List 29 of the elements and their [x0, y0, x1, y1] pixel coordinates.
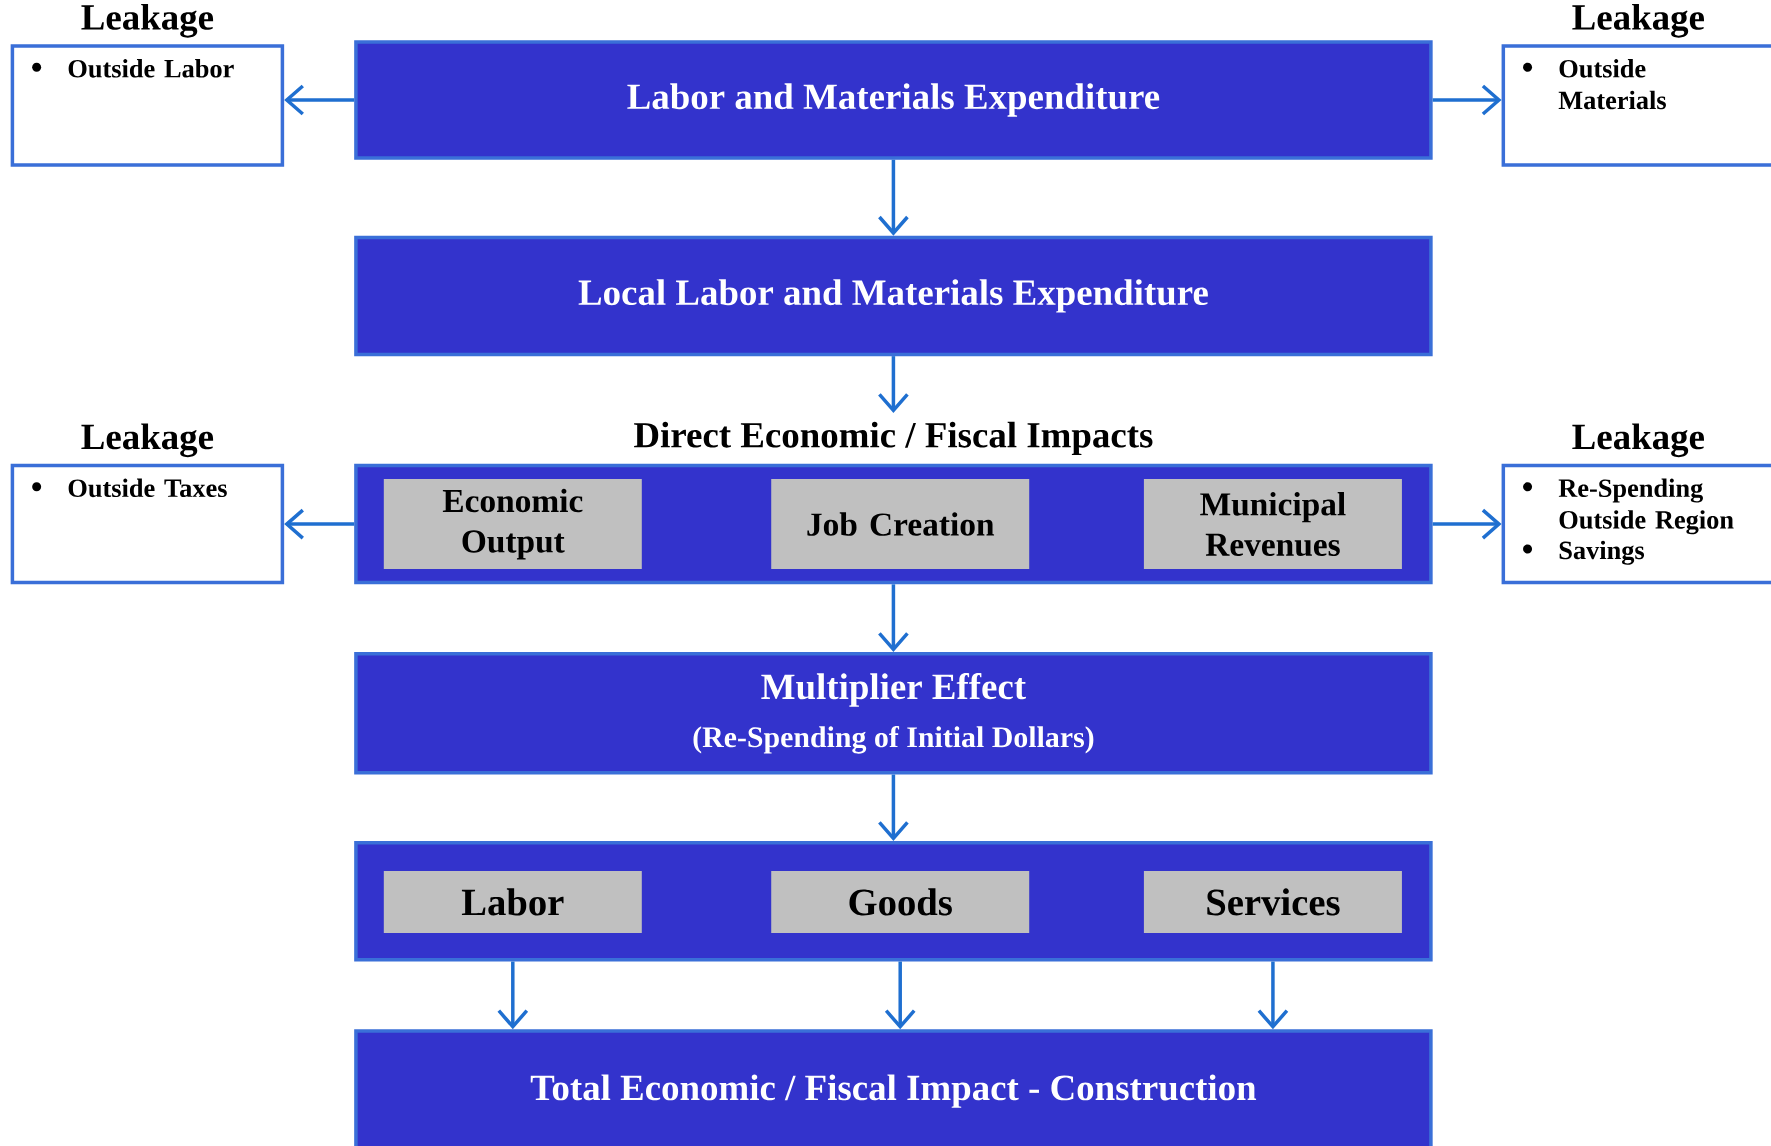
category-box: Goods	[771, 870, 1030, 933]
node-label: Leakage	[1572, 3, 1704, 38]
process-box: Labor and Materials Expenditure	[354, 40, 1433, 160]
arrow	[284, 84, 355, 116]
arrow	[1432, 84, 1502, 116]
arrow	[284, 508, 355, 540]
category-box: Job Creation	[771, 479, 1030, 570]
arrow	[1432, 508, 1502, 540]
process-box: Total Economic / Fiscal Impact - Construction	[354, 1029, 1433, 1146]
arrow	[1257, 961, 1289, 1030]
arrow	[884, 961, 916, 1030]
node-label: Leakage	[81, 423, 214, 458]
arrow	[878, 774, 909, 842]
leakage-box: Leakage Outside Labor	[10, 3, 285, 167]
arrow	[878, 584, 909, 653]
node-label: Leakage	[81, 3, 214, 38]
arrow	[497, 961, 529, 1030]
leakage-box: Leakage Re-Spending Outside Region Savings	[1501, 423, 1771, 585]
node-label: Leakage	[1572, 423, 1704, 458]
process-box: Multiplier Effect (Re-Spending of Initial Dollars)	[354, 652, 1433, 775]
process-box: Local Labor and Materials Expenditure	[354, 235, 1433, 357]
leakage-box: Leakage Outside Materials	[1501, 3, 1771, 167]
category-box: Economic Output	[383, 479, 642, 570]
category-box: Labor	[383, 870, 642, 933]
arrow	[878, 159, 909, 236]
category-box: Services	[1143, 870, 1402, 933]
node-label: Direct Economic / Fiscal Impacts	[634, 421, 1153, 456]
category-box: Municipal Revenues	[1143, 479, 1402, 570]
leakage-box: Leakage Outside Taxes	[10, 423, 285, 585]
